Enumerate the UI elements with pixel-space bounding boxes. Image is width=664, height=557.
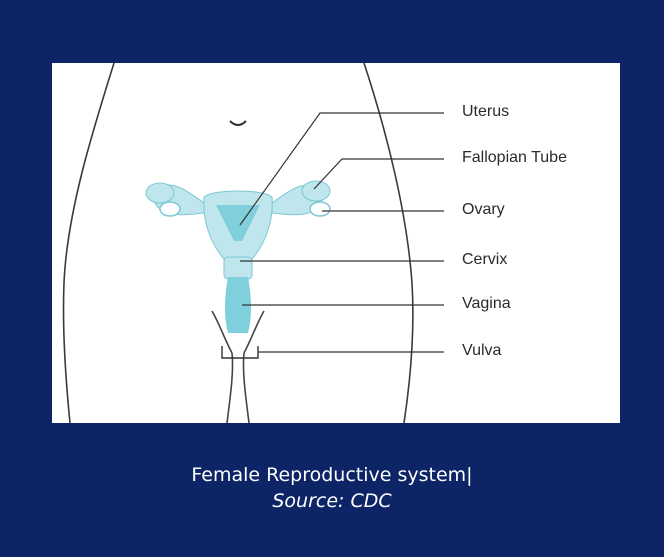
body-outline-right <box>364 63 413 423</box>
cervix-shape <box>224 257 252 279</box>
fimbriae-left <box>146 183 174 203</box>
reproductive-system-illustration <box>52 63 620 423</box>
anatomy-diagram: Uterus Fallopian Tube Ovary Cervix Vagin… <box>52 63 620 423</box>
label-ovary: Ovary <box>462 201 505 219</box>
vulva-bracket <box>222 346 258 358</box>
navel <box>230 121 246 125</box>
ovary-right <box>310 202 330 216</box>
label-vagina: Vagina <box>462 295 511 313</box>
label-fallopian-tube: Fallopian Tube <box>462 149 567 167</box>
leg-line-left <box>227 353 233 423</box>
fallopian-tube-leader <box>314 159 444 189</box>
label-vulva: Vulva <box>462 342 501 360</box>
body-outline-left <box>63 63 114 423</box>
figure-caption: Female Reproductive system| Source: CDC <box>0 462 664 514</box>
label-cervix: Cervix <box>462 251 507 269</box>
label-uterus: Uterus <box>462 103 509 121</box>
caption-source: Source: CDC <box>0 488 664 514</box>
fimbriae-right <box>302 181 330 201</box>
leg-line-right <box>243 353 249 423</box>
caption-title: Female Reproductive system| <box>0 462 664 488</box>
ovary-left <box>160 202 180 216</box>
